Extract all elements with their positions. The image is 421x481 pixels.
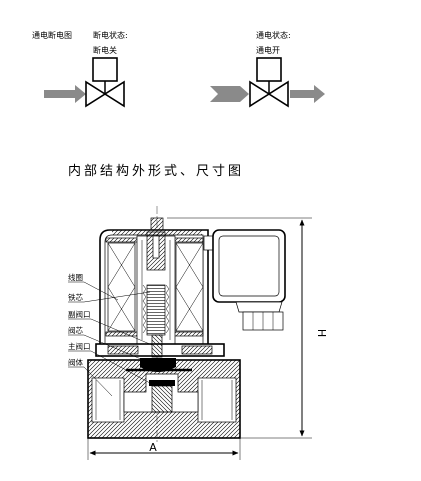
on-state-value: 通电开: [256, 45, 280, 55]
part-label-valve-core: 阀芯: [68, 325, 83, 335]
part-label-valve-body: 阀体: [68, 357, 83, 367]
power-diagram-title: 通电断电图: [32, 30, 72, 40]
cable-gland-lines: [252, 312, 274, 330]
coil-winding-box: [107, 242, 136, 332]
main-orifice-seat: [149, 380, 175, 386]
inlet-thread-lines: [95, 380, 121, 420]
height-label: H: [315, 329, 328, 337]
outlet-port: [197, 377, 237, 423]
inflow-arrow-icon: [44, 85, 86, 103]
leader-pilot-orifice: [68, 318, 153, 346]
off-state-value: 断电关: [93, 45, 117, 55]
dimension-height: H: [167, 217, 328, 439]
pilot-stem: [151, 334, 163, 358]
inflow-chevron-arrow-icon: [210, 86, 249, 102]
top-nut: [150, 217, 164, 231]
leader-main-orifice: [68, 350, 151, 384]
valve-bowtie: [85, 80, 125, 108]
off-state-label: 断电状态:: [93, 30, 128, 40]
coil-right: [175, 242, 204, 332]
seat-partition: [151, 385, 173, 413]
solenoid-box: [92, 57, 118, 82]
solenoid-box: [256, 57, 282, 82]
inlet-port: [91, 377, 125, 423]
leader-iron-core: [68, 291, 151, 303]
leader-valve-body: [68, 366, 113, 397]
section-title: 内部结构外形式、尺寸图: [68, 163, 244, 179]
leader-valve-core: [68, 334, 149, 363]
width-label: A: [149, 441, 157, 454]
valve-core: [140, 358, 176, 372]
coil-left: [107, 242, 136, 332]
on-state-label: 通电状态:: [256, 30, 291, 40]
outflow-arrow-icon: [290, 85, 325, 103]
connector-body: [212, 229, 286, 303]
outlet-thread-lines: [201, 380, 233, 420]
static-core-bolt: [152, 235, 160, 259]
connector-neck: [235, 301, 283, 313]
valve-cross-section: [87, 206, 286, 444]
coil-shell-outer: [99, 229, 209, 344]
part-label-main-orifice: 主阀口: [68, 341, 91, 351]
valve-bowtie: [249, 80, 289, 108]
part-label-coil: 线圈: [68, 272, 83, 282]
coil-shell-inner: [104, 234, 204, 344]
plunger: [146, 284, 166, 336]
flange-hatch-left: [107, 345, 139, 355]
spring-right: [165, 284, 170, 334]
coil-winding-box: [175, 242, 204, 332]
coil-winding-lines: [175, 242, 204, 332]
part-label-pilot-orifice: 副阀口: [68, 310, 91, 319]
part-labels: 线圈 铁芯 副阀口 阀芯 主阀口 阀体: [68, 272, 153, 397]
part-label-iron-core: 铁芯: [68, 292, 83, 302]
connector-inner: [218, 235, 280, 297]
flange-hatch-right: [181, 345, 213, 355]
off-state-valve-symbol: [44, 57, 125, 108]
coil-winding-lines: [107, 242, 136, 332]
dimension-width: A: [87, 438, 241, 460]
leader-coil: [68, 281, 119, 301]
on-state-valve-symbol: [210, 57, 325, 108]
